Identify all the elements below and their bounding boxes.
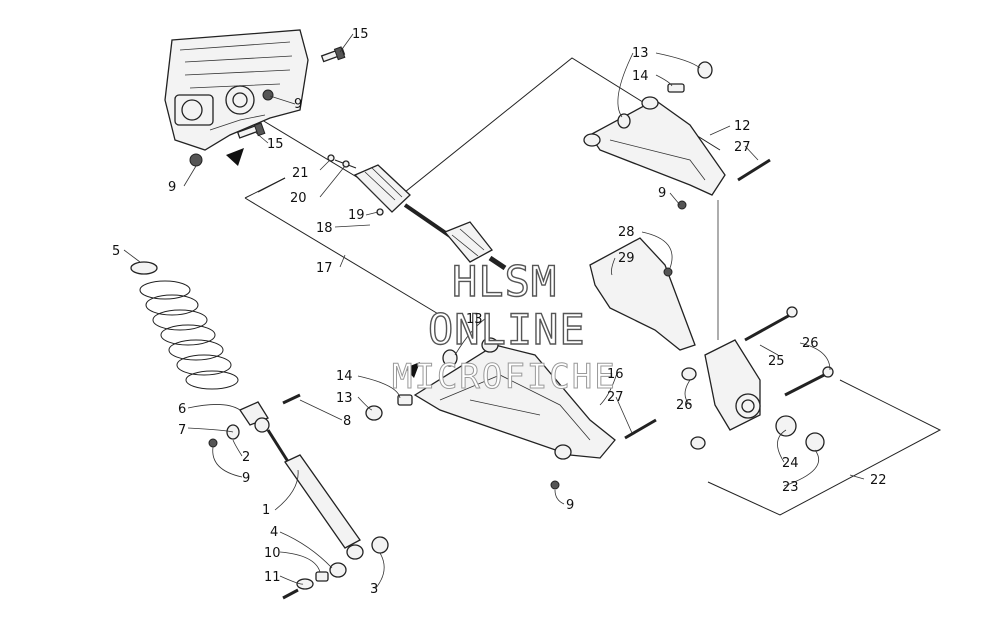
callout-21: 21: [292, 166, 309, 181]
callout-26: 26: [676, 398, 693, 413]
engine-gearcase: [164, 29, 309, 167]
callout-9: 9: [242, 471, 250, 486]
watermark-line1: HLSM: [452, 257, 557, 306]
callout-28: 28: [618, 225, 635, 240]
bolt-15-lower: [236, 122, 266, 139]
callout-25: 25: [768, 354, 785, 369]
callout-5: 5: [112, 244, 120, 259]
watermark-line2: ONLINE: [428, 305, 586, 354]
callout-4: 4: [270, 525, 278, 540]
watermark-line3: MICROFICHE: [392, 357, 617, 397]
steering-knuckle: [681, 306, 834, 452]
upper-a-arm: [583, 61, 771, 210]
callout-29: 29: [618, 251, 635, 266]
callout-15: 15: [352, 27, 369, 42]
callout-26: 26: [802, 336, 819, 351]
callout-27: 27: [734, 140, 751, 155]
callout-18: 18: [316, 221, 333, 236]
guard-fastener: [663, 267, 673, 277]
callout-1: 1: [262, 503, 270, 518]
callout-8: 8: [343, 414, 351, 429]
callout-9: 9: [168, 180, 176, 195]
callout-20: 20: [290, 191, 307, 206]
drive-axle: [327, 154, 507, 271]
callout-3: 3: [370, 582, 378, 597]
callout-15: 15: [267, 137, 284, 152]
callout-9: 9: [566, 498, 574, 513]
callout-13: 13: [336, 391, 353, 406]
cv-guard: [589, 237, 696, 351]
callout-9: 9: [294, 97, 302, 112]
shock-absorber: [208, 393, 389, 600]
callout-14: 14: [632, 69, 649, 84]
coil-spring: [130, 261, 239, 390]
callout-7: 7: [178, 423, 186, 438]
watermark: HLSM ONLINE MICROFICHE: [392, 256, 617, 397]
callout-22: 22: [870, 473, 887, 488]
callout-labels: 15 9 15 9 21 20 19 18 17 13 14 12 27 9 2…: [112, 27, 887, 597]
callout-19: 19: [348, 208, 365, 223]
callout-14: 14: [336, 369, 353, 384]
callout-12: 12: [734, 119, 751, 134]
callout-24: 24: [782, 456, 799, 471]
callout-11: 11: [264, 570, 281, 585]
bolt-15-upper: [320, 46, 346, 63]
callout-27: 27: [607, 390, 624, 405]
callout-13: 13: [632, 46, 649, 61]
callout-13: 13: [466, 312, 483, 327]
callout-10: 10: [264, 546, 281, 561]
callout-9: 9: [658, 186, 666, 201]
callout-23: 23: [782, 480, 799, 495]
callout-6: 6: [178, 402, 186, 417]
callout-2: 2: [242, 450, 250, 465]
callout-17: 17: [316, 261, 333, 276]
leader-lines: [123, 33, 865, 589]
callout-16: 16: [607, 367, 624, 382]
lower-a-arm: [365, 337, 657, 490]
